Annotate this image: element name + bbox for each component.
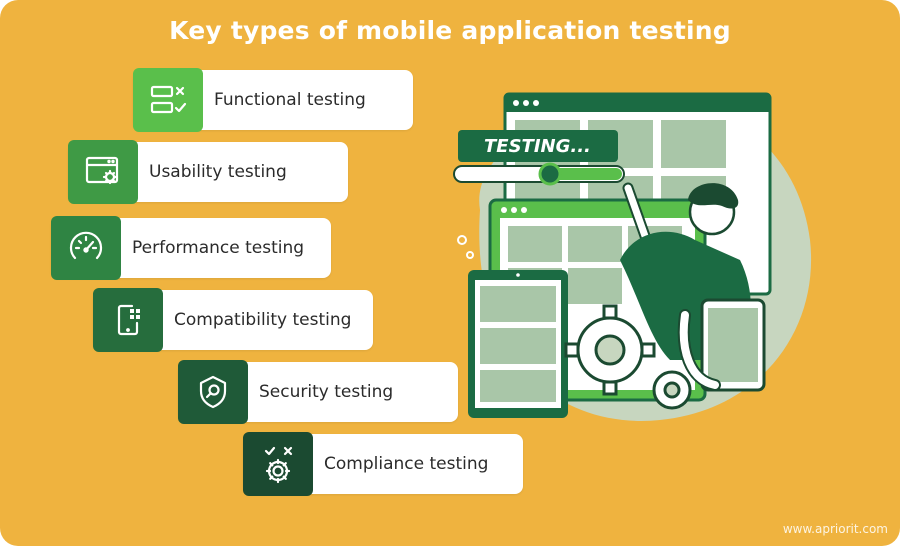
list-item-compliance: Compliance testing xyxy=(243,432,523,496)
person-figure xyxy=(620,182,766,392)
item-label: Security testing xyxy=(259,382,394,402)
window-gear-icon xyxy=(68,140,138,204)
list-item-functional: Functional testing xyxy=(133,68,413,132)
gear-small-icon xyxy=(652,370,692,410)
speedometer-icon xyxy=(51,216,121,280)
gear-large-icon xyxy=(564,304,656,396)
phone-grid-icon xyxy=(93,288,163,352)
decor-circle xyxy=(466,251,474,259)
gear-check-icon xyxy=(243,432,313,496)
testing-badge: TESTING... xyxy=(453,130,625,186)
list-item-security: Security testing xyxy=(178,360,458,424)
list-item-compatibility: Compatibility testing xyxy=(93,288,373,352)
decor-circle xyxy=(457,235,467,245)
item-label: Functional testing xyxy=(214,90,366,110)
item-label: Usability testing xyxy=(149,162,287,182)
list-item-usability: Usability testing xyxy=(68,140,348,204)
badge-text: TESTING... xyxy=(484,136,591,157)
item-label: Performance testing xyxy=(132,238,305,258)
item-label: Compliance testing xyxy=(324,454,489,474)
testing-illustration: TESTING... xyxy=(453,92,812,421)
shield-search-icon xyxy=(178,360,248,424)
page-title: Key types of mobile application testing xyxy=(169,16,731,45)
checklist-icon xyxy=(133,68,203,132)
item-label: Compatibility testing xyxy=(174,310,352,330)
list-item-performance: Performance testing xyxy=(51,216,331,280)
footer-url: www.apriorit.com xyxy=(782,522,888,536)
phone-graphic xyxy=(468,270,568,418)
